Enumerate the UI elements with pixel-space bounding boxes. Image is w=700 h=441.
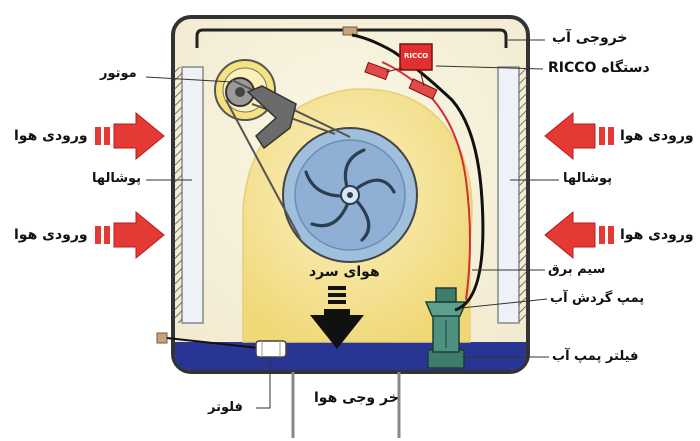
label-pump-filter: فیلتر پمپ آب: [552, 349, 639, 364]
left-cooling-pad: [174, 66, 204, 324]
label-motor: موتور: [100, 66, 137, 81]
motor-bracket: [246, 85, 297, 150]
air-inlet-arrow-left-top: [95, 111, 165, 161]
air-inlet-arrow-left-bottom: [95, 210, 165, 260]
label-pads-right: پوشالها: [563, 171, 613, 186]
label-air-inlet-left-top: ورودی هوا: [14, 128, 88, 144]
ricco-device: [364, 43, 438, 100]
cool-air-arrow: [310, 286, 364, 349]
label-pads-left: پوشالها: [92, 171, 142, 186]
air-inlet-arrow-right-bottom: [544, 210, 614, 260]
water-reservoir: [175, 342, 526, 370]
pipe-fitting: [342, 26, 358, 36]
motor: [214, 59, 276, 121]
leader-lines: [145, 39, 559, 409]
label-air-inlet-right-bottom: ورودی هوا: [620, 227, 694, 243]
label-air-outlet: خر وجی هوا: [314, 390, 399, 406]
label-circulation-pump: پمپ گردش آب: [550, 291, 645, 306]
electric-wire: [381, 61, 471, 301]
float-valve: [156, 332, 287, 358]
label-air-inlet-left-bottom: ورودی هوا: [14, 227, 88, 243]
air-outlet-duct: [291, 372, 401, 438]
right-cooling-pad: [497, 66, 527, 324]
label-float: فلوتر: [208, 400, 243, 415]
air-inlet-arrow-right-top: [544, 111, 614, 161]
blower-wheel: [282, 127, 418, 263]
label-cool-air: هوای سرد: [309, 264, 380, 280]
label-ricco-device: دستگاه RICCO: [548, 60, 650, 76]
pump-hose: [351, 33, 485, 312]
label-air-inlet-right-top: ورودی هوا: [620, 128, 694, 144]
label-electric-wire: سیم برق: [548, 262, 606, 277]
label-water-outlet: خروجی آب: [552, 30, 628, 46]
water-pump: [424, 287, 468, 369]
ricco-tag: RICCO: [404, 52, 429, 60]
